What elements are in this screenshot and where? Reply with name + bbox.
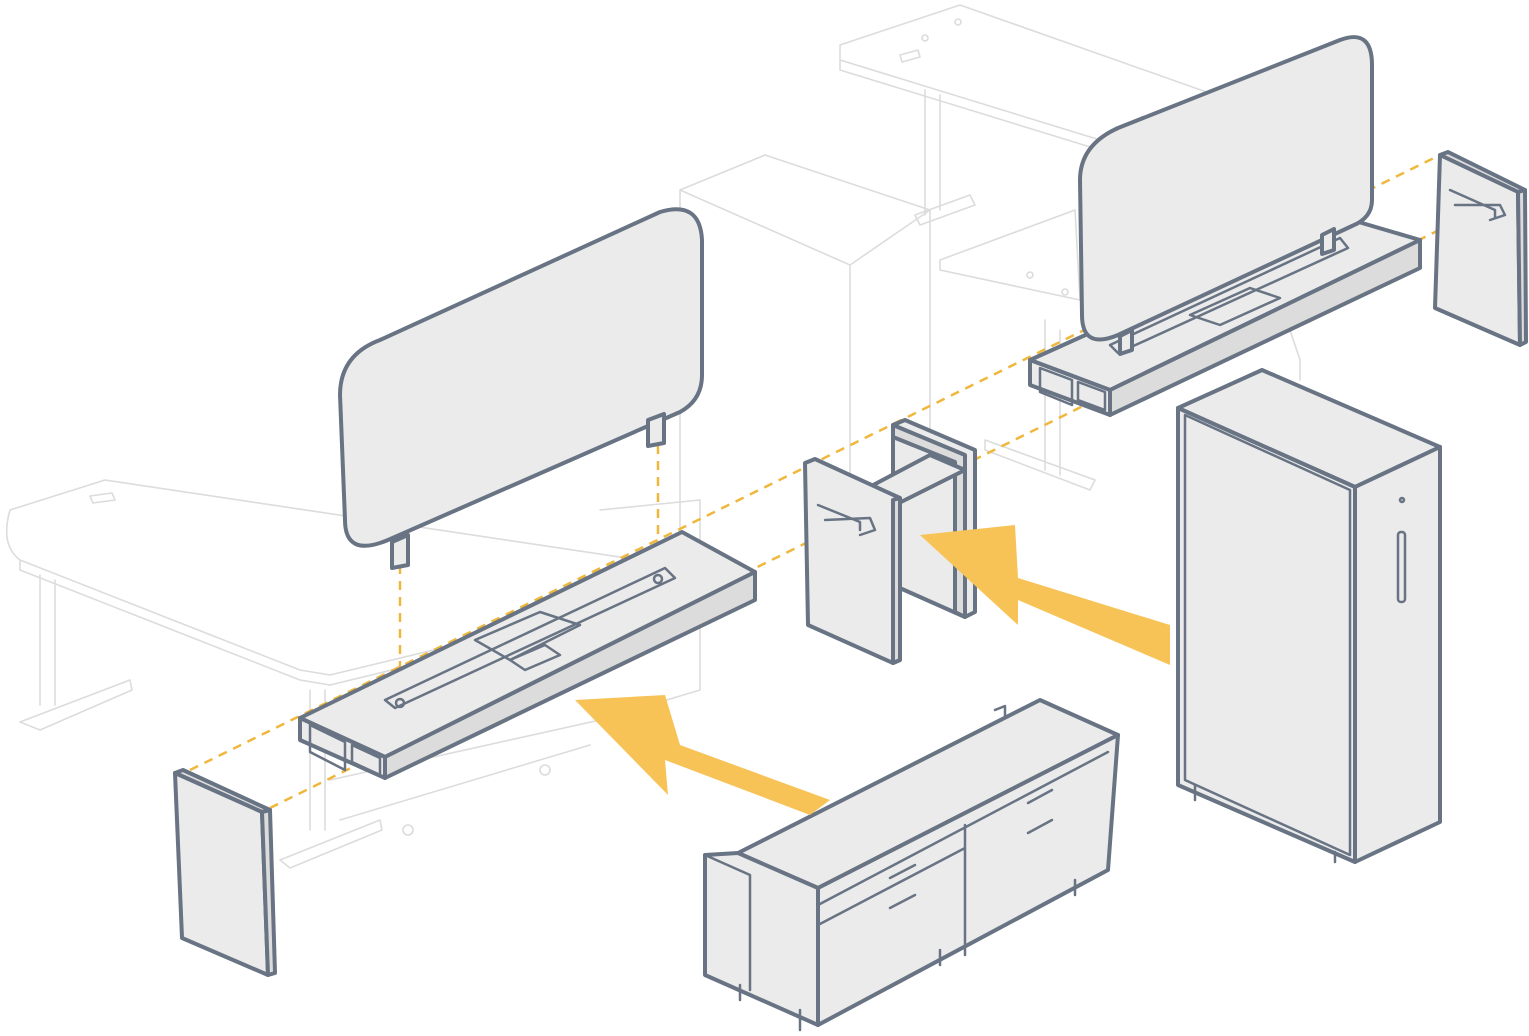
storage-tower-cabinet <box>1176 368 1442 864</box>
spine-beam-left <box>298 530 757 780</box>
privacy-screen-left <box>338 207 704 570</box>
tower-insert-arrow <box>920 525 1170 665</box>
credenza-insert-arrow <box>575 695 830 815</box>
end-panel-left <box>173 768 277 977</box>
center-connector-bracket <box>803 418 977 665</box>
storage-credenza <box>703 698 1120 1032</box>
end-panel-right <box>1433 150 1528 347</box>
ghost-desk-right <box>839 4 1301 491</box>
privacy-screen-right <box>1078 35 1374 356</box>
